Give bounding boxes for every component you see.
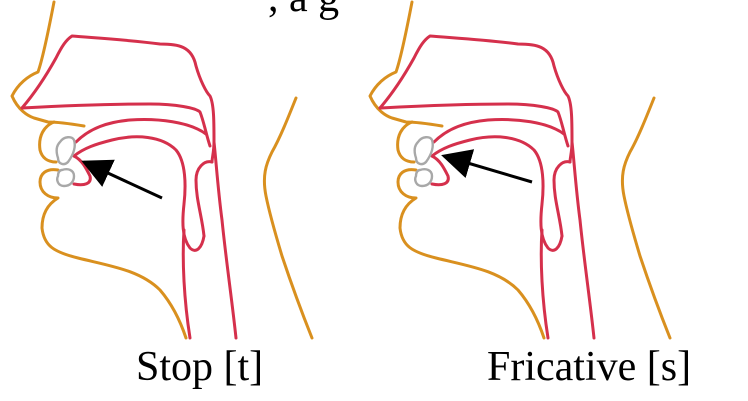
fricative-arrow <box>444 156 532 182</box>
stop-label: Stop [t] <box>136 344 263 390</box>
stop-arrow <box>84 162 162 198</box>
cropped-caption: , a g <box>268 0 339 22</box>
panel-fricative <box>370 2 670 338</box>
fricative-label: Fricative [s] <box>487 344 691 390</box>
panel-stop <box>12 2 312 338</box>
